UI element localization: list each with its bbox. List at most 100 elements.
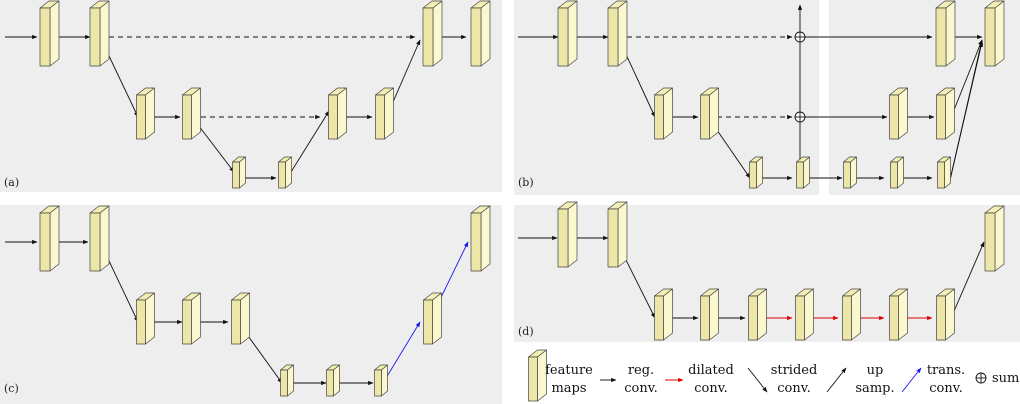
feature-map-block (937, 156, 951, 189)
feature-map-block (470, 0, 491, 67)
panel-label-c: (c) (4, 382, 19, 395)
block-side-face (239, 156, 246, 189)
block-front-face (843, 161, 851, 189)
block-front-face (889, 94, 899, 140)
feature-map-block (136, 87, 155, 140)
feature-map-block (232, 156, 246, 189)
block-front-face (557, 7, 569, 67)
block-front-face (749, 161, 757, 189)
feature-map-block (936, 288, 955, 341)
feature-map-block (375, 87, 394, 140)
block-front-face (607, 208, 619, 268)
block-side-face (191, 87, 201, 140)
feature-map-block (470, 205, 491, 272)
feature-map-block (890, 156, 904, 189)
block-side-face (850, 156, 857, 189)
block-side-face (709, 288, 719, 341)
block-side-face (945, 0, 956, 67)
block-front-face (937, 161, 945, 189)
block-side-face (851, 288, 861, 341)
feature-map-block (936, 87, 955, 140)
block-side-face (945, 87, 955, 140)
feature-map-block (984, 205, 1005, 272)
block-front-face (796, 161, 804, 189)
feature-map-block (374, 364, 388, 397)
feature-map-block (796, 156, 810, 189)
block-side-face (285, 156, 292, 189)
block-front-face (89, 212, 101, 272)
block-side-face (567, 0, 578, 67)
block-side-face (898, 288, 908, 341)
block-front-face (607, 7, 619, 67)
feature-map-block (843, 156, 857, 189)
block-side-face (432, 292, 442, 345)
block-front-face (654, 94, 664, 140)
block-front-face (528, 356, 538, 402)
panel-background (0, 0, 502, 192)
sum-node (794, 111, 806, 123)
block-side-face (191, 292, 201, 345)
feature-map-block (607, 201, 628, 268)
block-front-face (182, 299, 192, 345)
block-front-face (89, 7, 101, 67)
legend-sum-label: sum (992, 371, 1019, 386)
feature-map-block (422, 0, 443, 67)
legend-trans-conv-label-line: trans. (927, 363, 965, 378)
block-side-face (480, 205, 491, 272)
feature-map-block (557, 201, 578, 268)
legend-feature-maps-label-line: maps (551, 381, 586, 396)
block-front-face (182, 94, 192, 140)
feature-map-block (182, 87, 201, 140)
legend-reg-conv-label: reg.conv. (624, 363, 657, 396)
block-side-face (49, 0, 60, 67)
block-front-face (136, 299, 146, 345)
transposed-conv-arrow (382, 321, 421, 384)
panel-label-d: (d) (518, 325, 534, 338)
block-side-face (240, 292, 250, 345)
feature-map-block (39, 205, 60, 272)
feature-map-block (326, 364, 340, 397)
block-front-face (889, 295, 899, 341)
legend-dilated-conv-label-line: conv. (694, 381, 727, 396)
block-front-face (936, 295, 946, 341)
feature-map-block (984, 0, 1005, 67)
block-side-face (480, 0, 491, 67)
block-front-face (231, 299, 241, 345)
legend-strided-conv-label-line: conv. (777, 381, 810, 396)
legend-up-samp-label: up samp. (855, 363, 894, 396)
block-front-face (936, 94, 946, 140)
block-front-face (700, 94, 710, 140)
block-side-face (663, 87, 673, 140)
panel-background (0, 205, 502, 404)
block-front-face (557, 208, 569, 268)
legend-trans-conv-label-line: conv. (929, 381, 962, 396)
block-side-face (617, 201, 628, 268)
feature-map-block (700, 288, 719, 341)
block-front-face (39, 212, 51, 272)
legend-feature-maps-label-line: feature (545, 363, 593, 378)
block-side-face (145, 87, 155, 140)
feature-map-block (654, 87, 673, 140)
block-front-face (654, 295, 664, 341)
up-sampling-arrow (949, 39, 983, 121)
feature-map-block (700, 87, 719, 140)
feature-map-block (231, 292, 250, 345)
panel-label-a: (a) (4, 176, 19, 189)
block-front-face (984, 212, 996, 272)
legend-reg-conv-label-line: conv. (624, 381, 657, 396)
block-front-face (232, 161, 240, 189)
feature-map-block (889, 288, 908, 341)
legend-trans-conv-label: trans. conv. (927, 363, 965, 396)
block-side-face (994, 0, 1005, 67)
feature-map-block (842, 288, 861, 341)
feature-map-block (607, 0, 628, 67)
feature-map-block (749, 156, 763, 189)
panel-label-b: (b) (518, 176, 534, 189)
block-front-face (890, 161, 898, 189)
legend-up-samp-label-line: up (867, 363, 884, 378)
legend-up-samp-arrow (826, 367, 847, 393)
block-side-face (99, 205, 110, 272)
block-front-face (328, 94, 338, 140)
legend-up-samp-label-line: samp. (855, 381, 894, 396)
block-front-face (984, 7, 996, 67)
